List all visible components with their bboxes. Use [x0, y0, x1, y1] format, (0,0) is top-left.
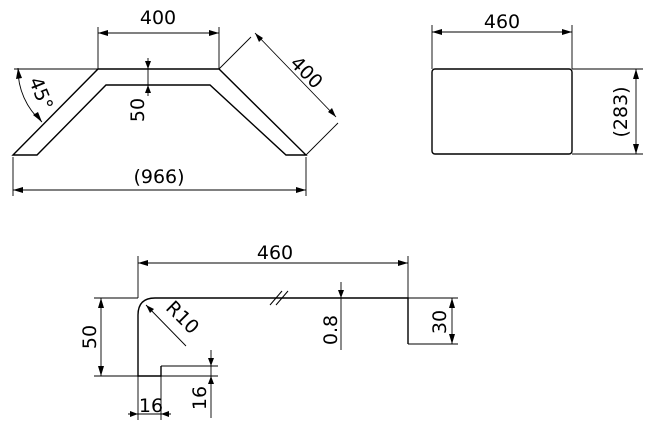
flat-blank	[431, 68, 573, 155]
blank-height-label: (283)	[610, 86, 632, 137]
side-length-label: 400	[286, 52, 327, 93]
view-b-blank: 460 (283)	[431, 11, 643, 155]
view-a-trapezoid: 400 400 45° 50 (966)	[11, 7, 339, 196]
blank-width-label: 460	[484, 11, 520, 33]
overall-width-label: (966)	[133, 166, 184, 188]
radius-label: R10	[161, 297, 203, 339]
thickness-label: 0.8	[320, 315, 342, 345]
section-length-label: 460	[257, 242, 293, 264]
hem-height-label: 16	[189, 386, 211, 410]
view-c-section: 460 R10 0.8 30 50 16	[79, 242, 458, 420]
top-width-label: 400	[140, 7, 176, 29]
flange-height-label: 30	[429, 310, 451, 334]
trapezoid-profile	[11, 68, 308, 156]
height-label: 50	[127, 98, 149, 122]
section-profile	[137, 297, 409, 377]
section-height-label: 50	[79, 325, 101, 349]
hem-width-label: 16	[139, 395, 163, 417]
